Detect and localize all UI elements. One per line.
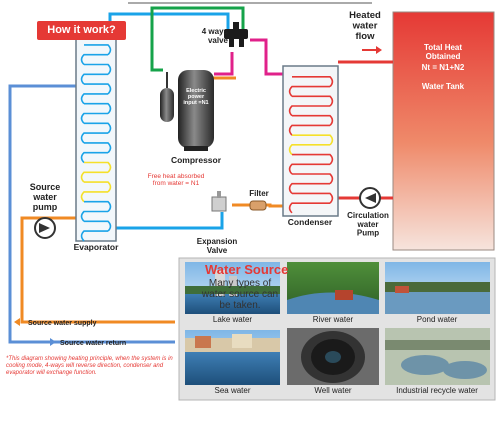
source-pump-arrow-icon	[39, 223, 50, 233]
photo-river-water	[287, 262, 379, 314]
photo-lake-water	[185, 262, 280, 314]
source-return-pipe	[8, 84, 175, 344]
water-tank	[392, 11, 495, 251]
photo-label-pond: Pond water	[417, 315, 458, 324]
four-way-valve	[224, 29, 248, 39]
accumulator	[160, 88, 174, 122]
evaporator-body	[75, 35, 117, 242]
source-supply-pipe	[20, 216, 175, 324]
return-arrow-icon	[50, 338, 56, 346]
tank-formula: Nt = N1+N2	[422, 63, 465, 72]
cooling-mode-note: *This diagram showing heating principle,…	[6, 356, 173, 377]
tank-name-label: Water Tank	[422, 82, 465, 91]
photo-label-well: Well water	[314, 386, 352, 395]
evaporator-label: Evaporator	[74, 242, 120, 252]
photo-label-sea: Sea water	[214, 386, 250, 395]
supply-arrow-icon	[14, 318, 20, 326]
heated-flow-arrow-head	[376, 46, 382, 54]
water-source-title: Water Source	[205, 262, 289, 277]
expansion-valve	[211, 196, 227, 212]
green-pipe	[150, 6, 245, 72]
how-it-work-badge: How it work?	[37, 21, 126, 40]
legend-supply-label: Source water supply	[28, 320, 97, 327]
expansion-to-evaporator-pipe	[110, 212, 224, 230]
condenser-body	[282, 65, 339, 217]
discharge-pipe	[214, 52, 234, 76]
filter-label: Filter	[249, 189, 269, 198]
photo-label-lake: Lake water	[213, 315, 252, 324]
water-source-subtitle: Many types of water source can be taken.	[201, 278, 279, 311]
condenser-label: Condenser	[288, 217, 333, 227]
photo-sea-water	[185, 330, 280, 385]
four-way-valve-port-left	[229, 39, 234, 47]
evaporator-coils	[80, 44, 112, 242]
compressor-label: Compressor	[171, 155, 222, 165]
four-way-valve-stem	[233, 22, 239, 30]
condenser-coils	[288, 76, 334, 214]
filter	[249, 200, 267, 211]
legend-return-label: Source water return	[60, 340, 126, 347]
photo-pond-water	[385, 262, 490, 314]
expansion-valve-stem	[217, 191, 221, 198]
valve-to-condenser-pipe	[250, 38, 283, 76]
photo-label-river: River water	[313, 315, 354, 324]
four-way-valve-port-right	[239, 39, 244, 47]
photo-label-industrial: Industrial recycle water	[396, 386, 478, 395]
photo-well-water	[287, 328, 379, 385]
photo-industrial-recycle-water	[385, 328, 490, 385]
circulation-pump-arrow-icon	[365, 193, 376, 203]
compressor	[178, 70, 214, 148]
compressor-base	[184, 146, 208, 151]
